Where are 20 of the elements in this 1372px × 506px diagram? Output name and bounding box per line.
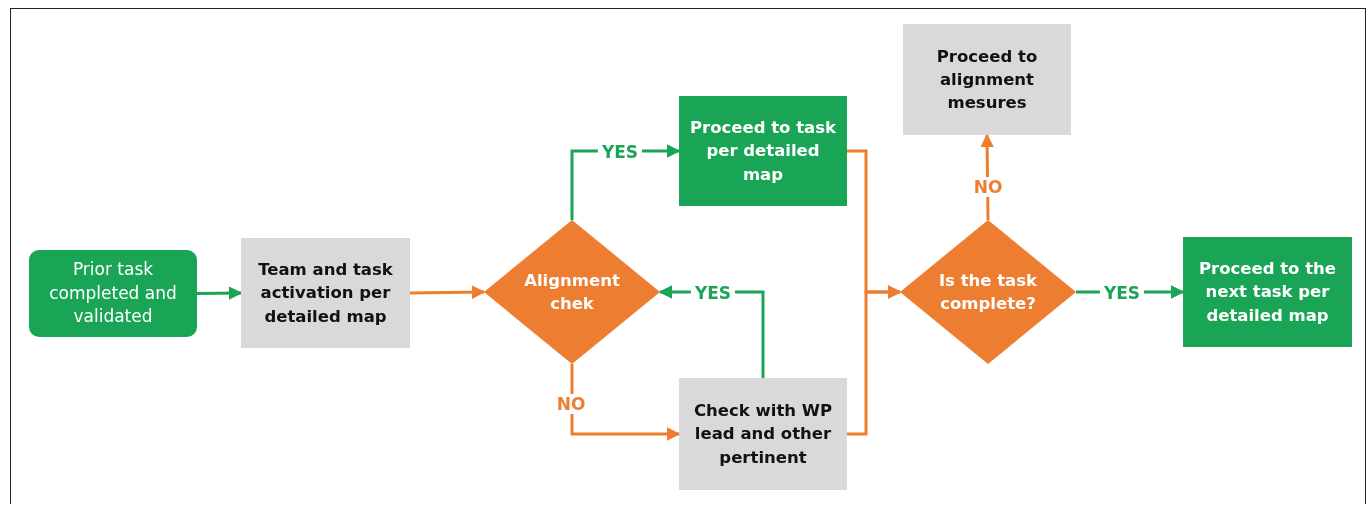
node-text: Proceed to the next task per detailed map — [1197, 258, 1338, 327]
node-text: Check with WP lead and other pertinent — [692, 400, 834, 469]
node-text: Team and task activation per detailed map — [257, 259, 394, 328]
process-box — [1183, 237, 1352, 347]
node-text: Alignment chek — [523, 269, 621, 315]
arrow — [570, 364, 681, 441]
decision-diamond — [484, 220, 660, 364]
process-box — [679, 378, 847, 490]
arrow — [847, 285, 902, 436]
node-text: Proceed to task per detailed map — [689, 117, 837, 186]
start-box — [29, 250, 197, 337]
process-box — [679, 96, 847, 206]
process-box — [241, 238, 410, 348]
arrow — [197, 286, 243, 300]
process-box — [903, 24, 1071, 135]
node-text: Is the task complete? — [937, 269, 1039, 315]
decision-diamond — [900, 220, 1076, 364]
node-text: Prior task completed and validated — [48, 257, 178, 329]
arrow — [409, 285, 486, 299]
node-text: Proceed to alignment mesures — [935, 45, 1039, 115]
